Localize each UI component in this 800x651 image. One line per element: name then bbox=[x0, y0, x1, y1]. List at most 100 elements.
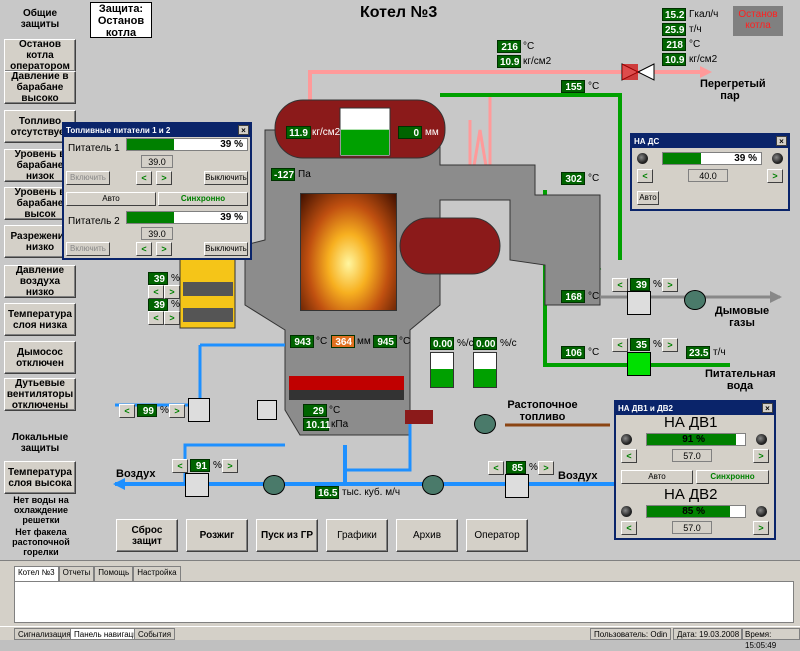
dv2-setpoint[interactable]: 57.0 bbox=[672, 521, 712, 534]
dv1-dec[interactable]: < bbox=[621, 449, 637, 463]
feed-water-label: Питательная вода bbox=[705, 368, 776, 392]
tab-help[interactable]: Помощь bbox=[94, 566, 134, 581]
protection-item-8[interactable]: Дымосос отключен bbox=[4, 341, 76, 374]
feed-water-flow: 23.5 bbox=[686, 346, 710, 359]
air-left-inc[interactable]: > bbox=[169, 404, 185, 418]
feeder1-setpoint[interactable]: 39.0 bbox=[141, 155, 173, 168]
feeder1-on-button[interactable]: Включить bbox=[66, 171, 110, 185]
feeders-panel-title: Топливные питатели 1 и 2× bbox=[64, 124, 250, 137]
no-cooling-water: Нет воды на охлаждение решетки bbox=[13, 495, 69, 525]
feeder2-inc[interactable]: > bbox=[164, 311, 180, 325]
operator-button[interactable]: Оператор bbox=[466, 519, 528, 552]
dv1-bar-fill bbox=[647, 434, 737, 445]
dv2-inc[interactable]: > bbox=[753, 521, 769, 535]
close-icon[interactable]: × bbox=[776, 136, 787, 146]
feeder2-label: Питатель 2 bbox=[68, 216, 120, 227]
protection-item-1[interactable]: Давление в барабане высоко bbox=[4, 71, 76, 104]
ds-auto-button[interactable]: Авто bbox=[637, 191, 659, 205]
fan-icon[interactable] bbox=[684, 290, 706, 310]
protection-item-6[interactable]: Давление воздуха низко bbox=[4, 265, 76, 298]
feeder2-dec[interactable]: < bbox=[148, 311, 164, 325]
protection-item-0[interactable]: Останов котла оператором bbox=[4, 39, 76, 72]
air-right-dec[interactable]: < bbox=[488, 461, 504, 475]
feed-dec[interactable]: < bbox=[612, 338, 628, 352]
ds-dec[interactable]: < bbox=[637, 169, 653, 183]
close-icon[interactable]: × bbox=[762, 403, 773, 413]
temp-155: 155 bbox=[561, 80, 585, 93]
air-mid-damper[interactable] bbox=[185, 473, 209, 497]
feeder1-panel-dec[interactable]: < bbox=[136, 171, 152, 185]
air-mid-inc[interactable]: > bbox=[222, 459, 238, 473]
rate-2: 0.00 bbox=[473, 337, 497, 350]
archive-button[interactable]: Архив bbox=[396, 519, 458, 552]
tab-events[interactable]: События bbox=[134, 628, 176, 640]
tab-settings[interactable]: Настройка bbox=[133, 566, 181, 581]
smoke-dec[interactable]: < bbox=[612, 278, 628, 292]
air-right-damper[interactable] bbox=[505, 474, 529, 498]
air-left-label: Воздух bbox=[116, 468, 156, 480]
tab-boiler[interactable]: Котел №3 bbox=[14, 566, 59, 581]
water-pipe-top bbox=[440, 93, 622, 260]
tab-alarms[interactable]: Сигнализация bbox=[14, 628, 75, 640]
superheated-steam-label: Перегретый пар bbox=[700, 78, 766, 102]
knob-icon bbox=[772, 153, 783, 164]
close-icon[interactable]: × bbox=[238, 125, 249, 135]
protection-item-9[interactable]: Дутьевые вентиляторы отключены bbox=[4, 378, 76, 411]
ds-inc[interactable]: > bbox=[767, 169, 783, 183]
alarm-indicator: Останов котла bbox=[733, 6, 783, 36]
tank-1 bbox=[430, 352, 454, 388]
feed-inc[interactable]: > bbox=[662, 338, 678, 352]
ignition-button[interactable]: Розжиг bbox=[186, 519, 248, 552]
heat-output-value: 15.2 bbox=[662, 8, 686, 21]
feed-valve[interactable] bbox=[627, 352, 651, 376]
sync-button[interactable]: Синхронно bbox=[158, 192, 248, 206]
dv2-dec[interactable]: < bbox=[621, 521, 637, 535]
air-left-damper[interactable] bbox=[188, 398, 210, 422]
tab-reports[interactable]: Отчеты bbox=[58, 566, 95, 581]
feeder1-panel-inc[interactable]: > bbox=[156, 171, 172, 185]
smoke-inc[interactable]: > bbox=[662, 278, 678, 292]
bed-temp-2: 945 bbox=[373, 335, 397, 348]
dv-auto-button[interactable]: Авто bbox=[621, 470, 693, 484]
air-right-inc[interactable]: > bbox=[538, 461, 554, 475]
grate-drive-icon[interactable] bbox=[257, 400, 277, 420]
feeder2-panel-inc[interactable]: > bbox=[156, 242, 172, 256]
scada-canvas: Котел №3 Защита: Останов котла Останов к… bbox=[4, 2, 790, 557]
feeder2-on-button[interactable]: Включить bbox=[66, 242, 110, 256]
air-left-dec[interactable]: < bbox=[119, 404, 135, 418]
grate bbox=[289, 390, 404, 400]
air-right-pct: 85 bbox=[506, 461, 526, 474]
smoke-damper[interactable] bbox=[627, 291, 651, 315]
dv-sync-button[interactable]: Синхронно bbox=[696, 470, 769, 484]
dv1-inc[interactable]: > bbox=[753, 449, 769, 463]
drum-pressure: 11.9 bbox=[286, 126, 311, 139]
fan-icon[interactable] bbox=[422, 475, 444, 495]
graphs-button[interactable]: Графики bbox=[326, 519, 388, 552]
protection-bed-temp-high[interactable]: Температура слоя высока bbox=[4, 461, 76, 494]
air-mid-dec[interactable]: < bbox=[172, 459, 188, 473]
start-button[interactable]: Пуск из ГР bbox=[256, 519, 318, 552]
fan-icon[interactable] bbox=[263, 475, 285, 495]
ds-setpoint[interactable]: 40.0 bbox=[688, 169, 728, 182]
page-title: Котел №3 bbox=[360, 4, 438, 21]
feeder2-panel-dec[interactable]: < bbox=[136, 242, 152, 256]
protection-item-4[interactable]: Уровень в барабане высок bbox=[4, 187, 76, 220]
feeder1-off-button[interactable]: Выключить bbox=[204, 171, 248, 185]
reset-protections-button[interactable]: Сброс защит bbox=[116, 519, 178, 552]
knob-icon bbox=[756, 506, 767, 517]
furnace-pressure: -127 bbox=[271, 168, 295, 181]
grate-pressure: 10.11 bbox=[303, 418, 330, 431]
auto-button[interactable]: Авто bbox=[66, 192, 156, 206]
smoke-damper-pct: 39 bbox=[630, 278, 650, 291]
feeders-panel: Топливные питатели 1 и 2× Питатель 1 39 … bbox=[62, 122, 252, 260]
feeder2-setpoint[interactable]: 39.0 bbox=[141, 227, 173, 240]
feeder2-off-button[interactable]: Выключить bbox=[204, 242, 248, 256]
dv1-setpoint[interactable]: 57.0 bbox=[672, 449, 712, 462]
feeder1-inc[interactable]: > bbox=[164, 285, 180, 299]
ignition-fuel-label: Растопочное топливо bbox=[507, 399, 578, 423]
feeder1-dec[interactable]: < bbox=[148, 285, 164, 299]
fan-icon[interactable] bbox=[474, 414, 496, 434]
dv2-label: НА ДВ2 bbox=[664, 486, 718, 503]
protection-item-7[interactable]: Температура слоя низка bbox=[4, 303, 76, 336]
tank-2 bbox=[473, 352, 497, 388]
